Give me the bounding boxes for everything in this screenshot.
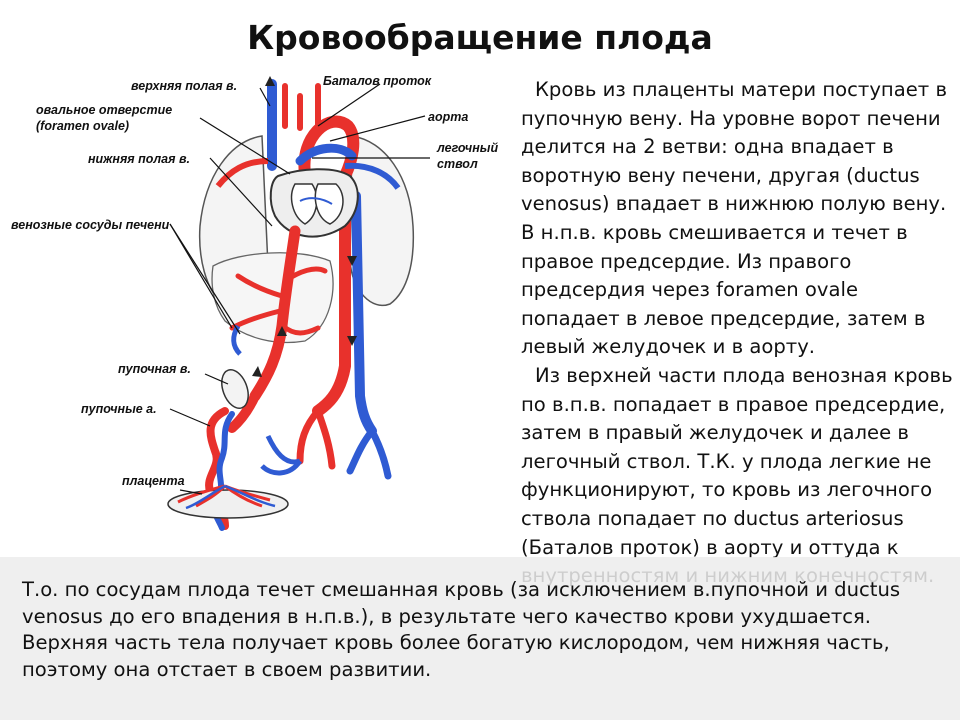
umbilicus	[221, 369, 249, 409]
lung-vessels-right	[215, 158, 269, 188]
label-umbilical-arteries: пупочные а.	[81, 402, 157, 416]
label-foramen-ovale: овальное отверстие	[36, 103, 173, 117]
pulmonary-trunk	[295, 143, 357, 166]
page-title: Кровообращение плода	[247, 18, 713, 57]
label-umbilical-vein: пупочная в.	[118, 362, 191, 376]
inferior-vena-cava	[351, 191, 377, 436]
iliac-veins	[346, 427, 392, 480]
label-placenta: плацента	[122, 474, 185, 488]
iliac-arteries	[296, 407, 336, 470]
umbilical-vein	[227, 391, 260, 433]
flow-arrows	[252, 76, 357, 377]
summary-band	[0, 557, 960, 720]
liver	[211, 252, 334, 344]
label-liver-veins: венозные сосуды печени	[11, 218, 170, 232]
label-ductus-arteriosus: Баталов проток	[323, 74, 432, 88]
label-pulmonary-trunk-1: легочный	[437, 141, 499, 155]
lung-vessels-left	[344, 162, 401, 190]
heart	[269, 168, 359, 238]
explanation-paragraph-1: Кровь из плаценты матери поступает в пуп…	[521, 78, 947, 359]
fetal-circulation-diagram: верхняя полая в. овальное отверстие (for…	[0, 66, 520, 566]
aorta	[298, 115, 360, 417]
label-superior-vena-cava: верхняя полая в.	[131, 79, 238, 93]
label-foramen-ovale-latin: (foramen ovale)	[36, 119, 130, 133]
explanation-text: Кровь из плаценты матери поступает в пуп…	[521, 76, 953, 591]
placenta-villi-blue	[185, 484, 276, 510]
label-aorta: аорта	[428, 110, 469, 124]
liver-vein-branches	[229, 266, 328, 336]
circulation-illustration	[167, 76, 430, 531]
pointer-lines	[169, 83, 430, 495]
label-inferior-vena-cava: нижняя полая в.	[88, 152, 190, 166]
svc-head-vessels	[282, 83, 321, 131]
umbilical-arteries-loop	[260, 434, 303, 476]
summary-text: Т.о. по сосудам плода течет смешанная кр…	[22, 578, 901, 681]
label-pulmonary-trunk-2: ствол	[437, 157, 478, 171]
left-lung	[349, 135, 415, 307]
